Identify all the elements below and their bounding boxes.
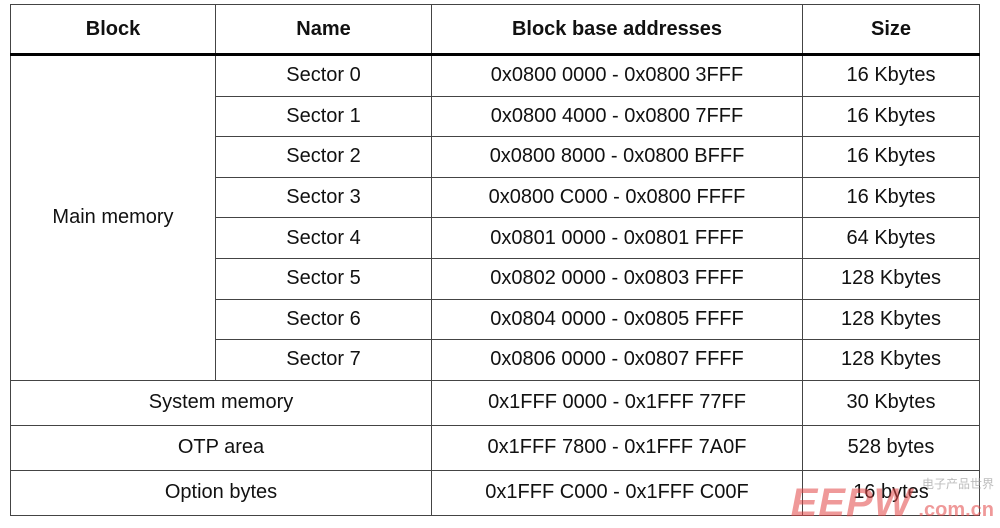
table-row: Sector 6 0x0804 0000 - 0x0805 FFFF 128 K… xyxy=(11,298,980,341)
sector-size: 128 Kbytes xyxy=(802,339,980,381)
sector-name: Sector 6 xyxy=(215,298,432,341)
block-size: 528 bytes xyxy=(802,424,980,471)
table-row: System memory 0x1FFF 0000 - 0x1FFF 77FF … xyxy=(10,379,980,426)
table-row: OTP area 0x1FFF 7800 - 0x1FFF 7A0F 528 b… xyxy=(10,424,980,471)
block-range: 0x1FFF 7800 - 0x1FFF 7A0F xyxy=(431,424,803,471)
table-row: Sector 1 0x0800 4000 - 0x0800 7FFF 16 Kb… xyxy=(11,95,980,138)
main-memory-label: Main memory xyxy=(10,54,216,381)
sector-size: 16 Kbytes xyxy=(802,136,980,178)
table-row: Sector 5 0x0802 0000 - 0x0803 FFFF 128 K… xyxy=(11,257,980,300)
sector-range: 0x0806 0000 - 0x0807 FFFF xyxy=(431,339,803,381)
table-row: Sector 3 0x0800 C000 - 0x0800 FFFF 16 Kb… xyxy=(11,176,980,219)
sector-name: Sector 5 xyxy=(215,257,432,300)
header-block: Block xyxy=(10,4,216,56)
table-row: Main memory Sector 0 0x0800 0000 - 0x080… xyxy=(10,54,980,381)
sector-size: 16 Kbytes xyxy=(802,54,980,97)
block-label: OTP area xyxy=(10,424,432,471)
table-header-row: Block Name Block base addresses Size xyxy=(10,4,980,56)
header-size: Size xyxy=(802,4,980,56)
sector-range: 0x0800 0000 - 0x0800 3FFF xyxy=(431,54,803,97)
sector-name: Sector 0 xyxy=(215,54,432,97)
sector-size: 16 Kbytes xyxy=(802,95,980,138)
sector-size: 64 Kbytes xyxy=(802,217,980,259)
block-label: Option bytes xyxy=(10,469,432,516)
sector-range: 0x0800 4000 - 0x0800 7FFF xyxy=(431,95,803,138)
sector-range: 0x0802 0000 - 0x0803 FFFF xyxy=(431,257,803,300)
table-row: Option bytes 0x1FFF C000 - 0x1FFF C00F 1… xyxy=(10,469,980,516)
sector-name: Sector 1 xyxy=(215,95,432,138)
table-row: Sector 4 0x0801 0000 - 0x0801 FFFF 64 Kb… xyxy=(11,217,980,259)
sector-range: 0x0800 C000 - 0x0800 FFFF xyxy=(431,176,803,219)
sector-range: 0x0804 0000 - 0x0805 FFFF xyxy=(431,298,803,341)
sector-range: 0x0800 8000 - 0x0800 BFFF xyxy=(431,136,803,178)
block-range: 0x1FFF C000 - 0x1FFF C00F xyxy=(431,469,803,516)
sector-name: Sector 7 xyxy=(215,339,432,381)
table-row: Sector 7 0x0806 0000 - 0x0807 FFFF 128 K… xyxy=(11,339,980,381)
table-row: Sector 2 0x0800 8000 - 0x0800 BFFF 16 Kb… xyxy=(11,136,980,178)
sector-size: 128 Kbytes xyxy=(802,257,980,300)
sector-size: 16 Kbytes xyxy=(802,176,980,219)
sector-range: 0x0801 0000 - 0x0801 FFFF xyxy=(431,217,803,259)
sector-name: Sector 3 xyxy=(215,176,432,219)
block-range: 0x1FFF 0000 - 0x1FFF 77FF xyxy=(431,379,803,426)
block-label: System memory xyxy=(10,379,432,426)
flash-memory-table: Block Name Block base addresses Size Mai… xyxy=(10,4,980,516)
block-size: 16 bytes xyxy=(802,469,980,516)
header-name: Name xyxy=(215,4,432,56)
block-size: 30 Kbytes xyxy=(802,379,980,426)
header-addresses: Block base addresses xyxy=(431,4,803,56)
sector-name: Sector 4 xyxy=(215,217,432,259)
sector-size: 128 Kbytes xyxy=(802,298,980,341)
sector-name: Sector 2 xyxy=(215,136,432,178)
